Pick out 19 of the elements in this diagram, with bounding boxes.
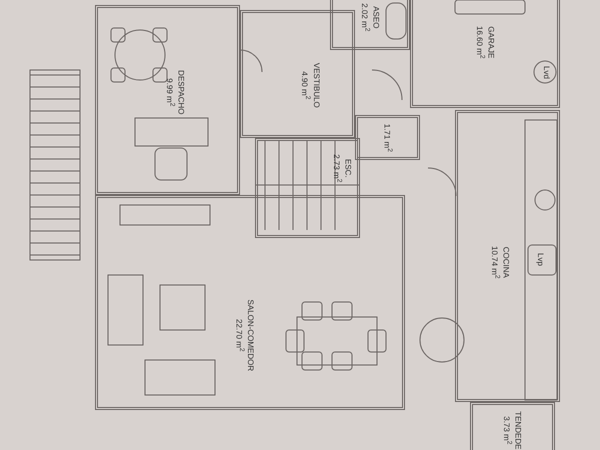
- room-name: ESC.: [343, 158, 352, 180]
- room-outline: [95, 5, 240, 195]
- room-name: VESTIBULO: [311, 62, 320, 108]
- room-name: GARAJE: [486, 26, 496, 58]
- room-outline: [240, 10, 355, 138]
- room-outline: [455, 110, 560, 402]
- room-outline: [410, 0, 560, 108]
- room-outline: [470, 402, 555, 450]
- appliance-label: Lvd: [542, 66, 551, 79]
- room-name: TENDEDE: [513, 410, 522, 449]
- room-outline: [255, 138, 360, 238]
- room-outline: [95, 195, 405, 410]
- room-name: SALON-COMEDOR: [246, 299, 256, 371]
- room-name: DESPACHO: [176, 70, 186, 114]
- room-name: COCINA: [501, 246, 510, 278]
- room-name: ASEO: [371, 4, 380, 30]
- room-outline: [355, 115, 420, 160]
- room-outline: [330, 0, 410, 50]
- appliance-label: Lvp: [536, 253, 545, 266]
